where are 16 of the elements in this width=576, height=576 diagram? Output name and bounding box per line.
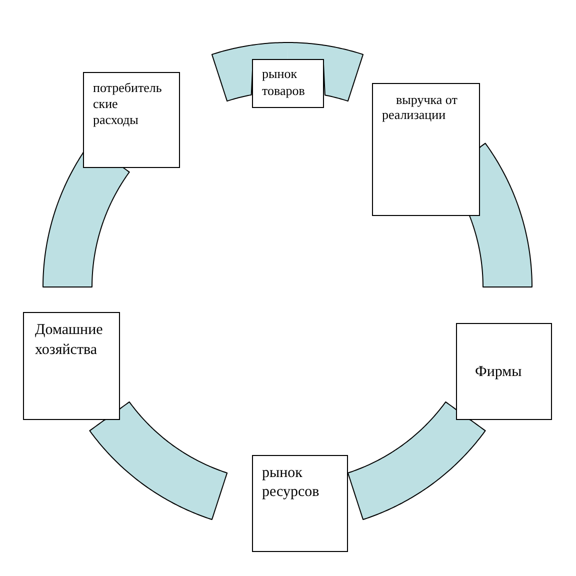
node-label: Домашние хозяйства (35, 322, 103, 358)
curved-band-connector (211, 42, 288, 102)
node-label: рынок товаров (262, 66, 305, 98)
curved-band-connector (287, 42, 364, 102)
curved-band-connector (89, 401, 228, 520)
node-box (83, 72, 180, 168)
node-box (252, 455, 348, 552)
node-label: Фирмы (475, 362, 522, 382)
node-box (23, 312, 120, 420)
node-box (252, 59, 324, 108)
node-box (456, 323, 552, 420)
curved-band-connector (347, 401, 486, 520)
node-label: выручка от реализации (382, 92, 458, 122)
node-label: потребитель ские расходы (93, 80, 162, 127)
node-label: рынок ресурсов (262, 465, 320, 500)
node-box (372, 83, 480, 216)
